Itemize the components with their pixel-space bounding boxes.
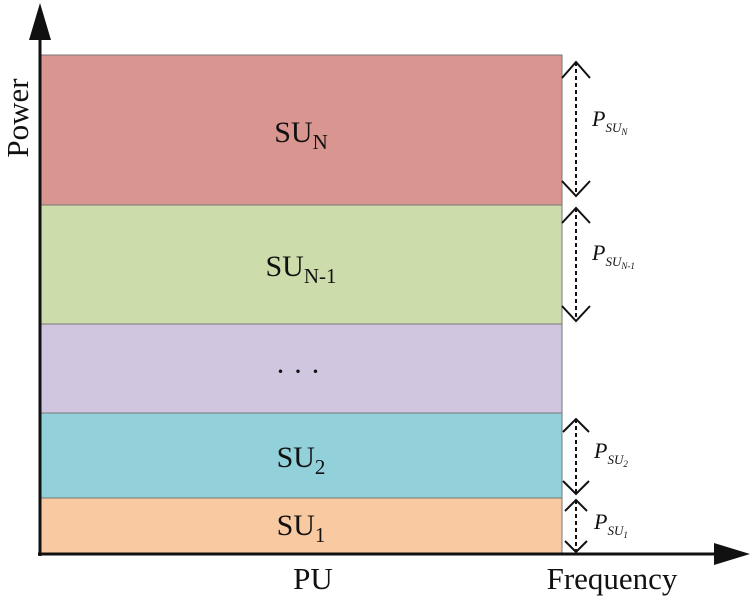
power-dimension-su-2 bbox=[562, 417, 590, 496]
layer-su-n-rect bbox=[39, 54, 563, 206]
layer-dots-rect bbox=[39, 323, 563, 414]
layer-su-2-label: SU2 bbox=[277, 441, 326, 479]
layer-su-1-rect bbox=[39, 497, 563, 555]
power-label-su-n: PSUN bbox=[591, 106, 628, 137]
layer-dots-label: · · · bbox=[276, 355, 321, 388]
power-dimension-su-n bbox=[561, 60, 591, 198]
power-label-su-n-1: PSUN-1 bbox=[591, 240, 635, 271]
layer-su-n-label: SUN bbox=[274, 116, 328, 154]
x-axis-arrowhead bbox=[714, 543, 750, 565]
power-dimension-su-n-1 bbox=[561, 206, 591, 323]
y-axis-label: Power bbox=[0, 78, 35, 158]
power-label-su-1: PSU1 bbox=[593, 509, 628, 540]
pu-label: PU bbox=[293, 561, 333, 596]
layer-su-n-1-label: SUN-1 bbox=[265, 250, 336, 288]
x-axis-label: Frequency bbox=[547, 561, 678, 596]
layer-su-1-label: SU1 bbox=[277, 509, 326, 547]
layer-su-n-1-rect bbox=[39, 204, 563, 325]
layer-su-2-rect bbox=[39, 412, 563, 499]
power-dimension-su-1 bbox=[564, 498, 588, 554]
power-label-su-2: PSU2 bbox=[593, 438, 628, 469]
y-axis-arrowhead bbox=[29, 3, 51, 40]
